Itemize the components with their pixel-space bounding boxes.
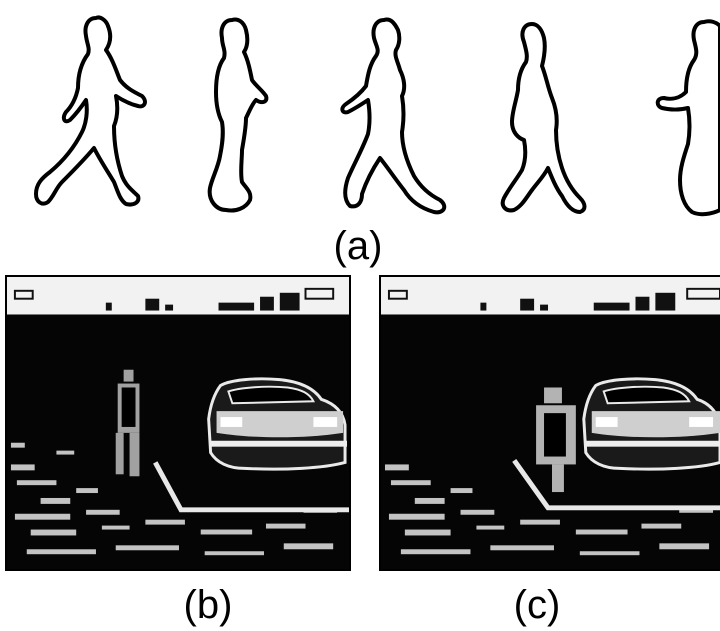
silhouette-row [34,15,720,217]
walking-silhouette-5 [655,19,720,217]
walking-silhouette-2 [207,17,269,213]
panel-label-a: (a) [333,224,383,268]
video-frame-b-image [7,277,349,569]
walking-silhouette-3 [340,17,447,215]
panel-label-b: (b) [183,583,233,627]
panel-label-c: (c) [513,583,561,627]
video-frame-c [379,275,720,571]
video-frame-b [5,275,351,571]
walking-silhouette-1 [34,15,147,207]
walking-silhouette-4 [500,22,587,214]
video-frame-c-image [381,277,720,569]
